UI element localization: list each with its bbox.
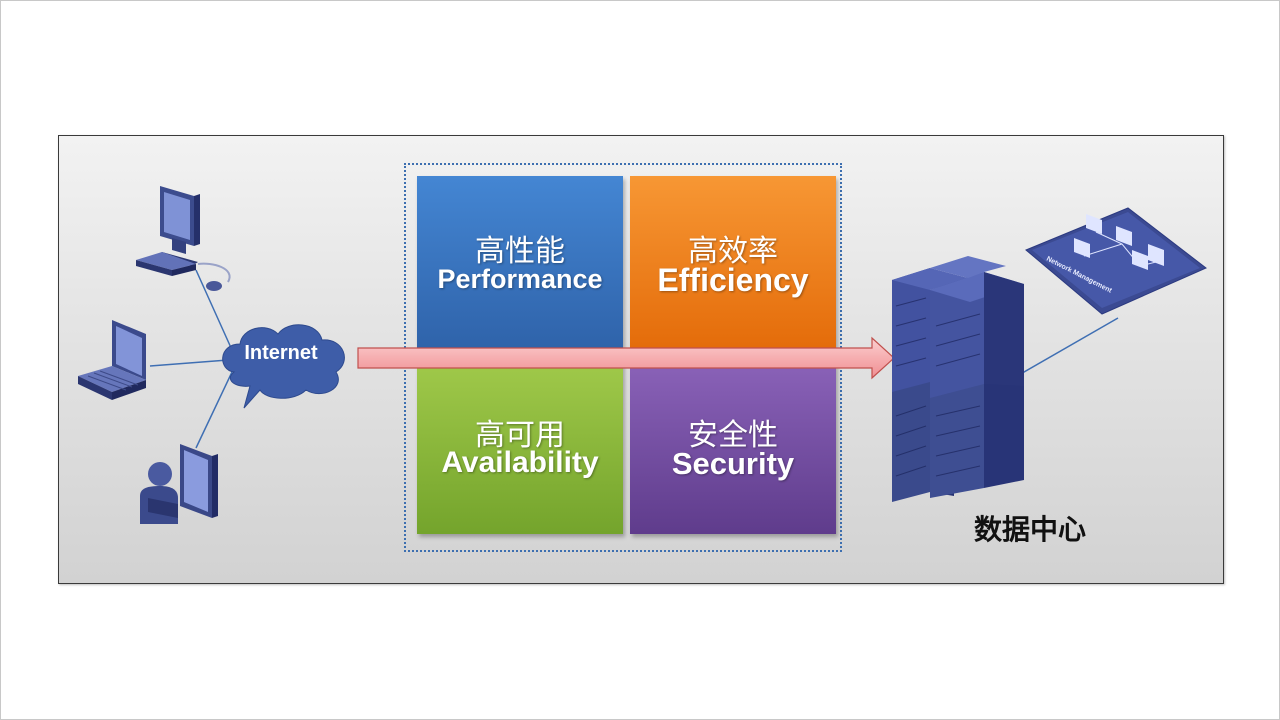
availability-cn-label: 高可用	[475, 418, 565, 453]
quadrant-efficiency: 高效率 Efficiency	[630, 176, 836, 348]
network-management-icon: Network Management	[1025, 207, 1207, 315]
laptop-icon	[78, 320, 146, 400]
data-center-label: 数据中心	[973, 513, 1086, 546]
internet-cloud-icon	[222, 324, 345, 409]
user-terminal-icon	[140, 444, 218, 524]
security-cn-label: 安全性	[688, 418, 778, 453]
server-rack-icon	[892, 256, 1024, 502]
quadrant-performance: 高性能 Performance	[417, 176, 623, 348]
efficiency-cn-label: 高效率	[688, 234, 778, 269]
availability-en-label: Availability	[441, 446, 599, 479]
security-en-label: Security	[671, 446, 795, 481]
performance-en-label: Performance	[437, 264, 603, 294]
internet-label: Internet	[244, 342, 318, 364]
performance-cn-label: 高性能	[475, 234, 565, 269]
flow-arrow	[357, 336, 895, 380]
quadrant-availability: 高可用 Availability	[417, 362, 623, 534]
desktop-computer-icon	[136, 186, 231, 291]
efficiency-en-label: Efficiency	[657, 262, 809, 298]
quadrant-security: 安全性 Security	[630, 362, 836, 534]
